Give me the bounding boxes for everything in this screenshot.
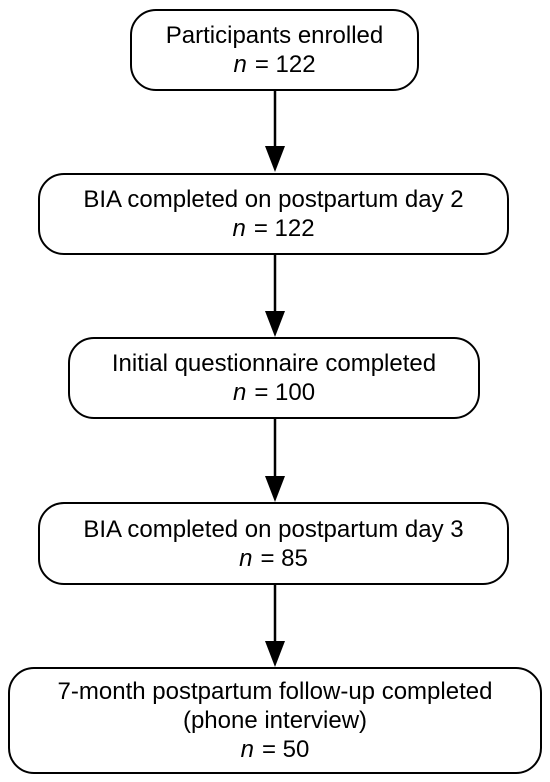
node-count-variable: n [232, 215, 246, 242]
arrow-head-1 [265, 146, 285, 172]
node-count-variable: n [240, 736, 254, 763]
node-count-value: = 122 [254, 51, 316, 78]
node-text: 7-month postpartum follow-up completed [57, 678, 493, 705]
node-text: Participants enrolled [165, 22, 384, 49]
node-count-variable: n [239, 544, 253, 572]
node-text-secondary: (phone interview) [182, 707, 368, 734]
node-count-variable: n [232, 379, 247, 406]
node-count: n = 50 [241, 735, 310, 764]
node-count: n = 122 [233, 50, 315, 79]
flow-node-7-month-follow-up: 7-month postpartum follow-up completed (… [8, 667, 542, 774]
node-count: n = 100 [233, 378, 315, 407]
node-count-variable: n [233, 51, 247, 78]
flow-node-initial-questionnaire: Initial questionnaire completed n = 100 [68, 337, 480, 419]
arrow-head-3 [265, 476, 285, 502]
arrow-head-2 [265, 311, 285, 337]
node-text: BIA completed on postpartum day 2 [83, 186, 464, 213]
node-text: Initial questionnaire completed [111, 350, 437, 377]
flow-node-bia-day-2: BIA completed on postpartum day 2 n = 122 [38, 173, 509, 255]
arrow-head-4 [265, 641, 285, 667]
node-count-value: = 100 [254, 379, 316, 406]
node-count-value: = 122 [253, 215, 315, 242]
node-count-value: = 50 [261, 736, 310, 763]
flow-node-participants-enrolled: Participants enrolled n = 122 [130, 9, 419, 91]
node-count-value: = 85 [260, 544, 308, 572]
node-text: BIA completed on postpartum day 3 [83, 515, 464, 543]
node-count: n = 122 [232, 214, 314, 243]
flow-node-bia-day-3: BIA completed on postpartum day 3 n= 85 [38, 502, 509, 585]
node-count: n= 85 [239, 544, 308, 573]
